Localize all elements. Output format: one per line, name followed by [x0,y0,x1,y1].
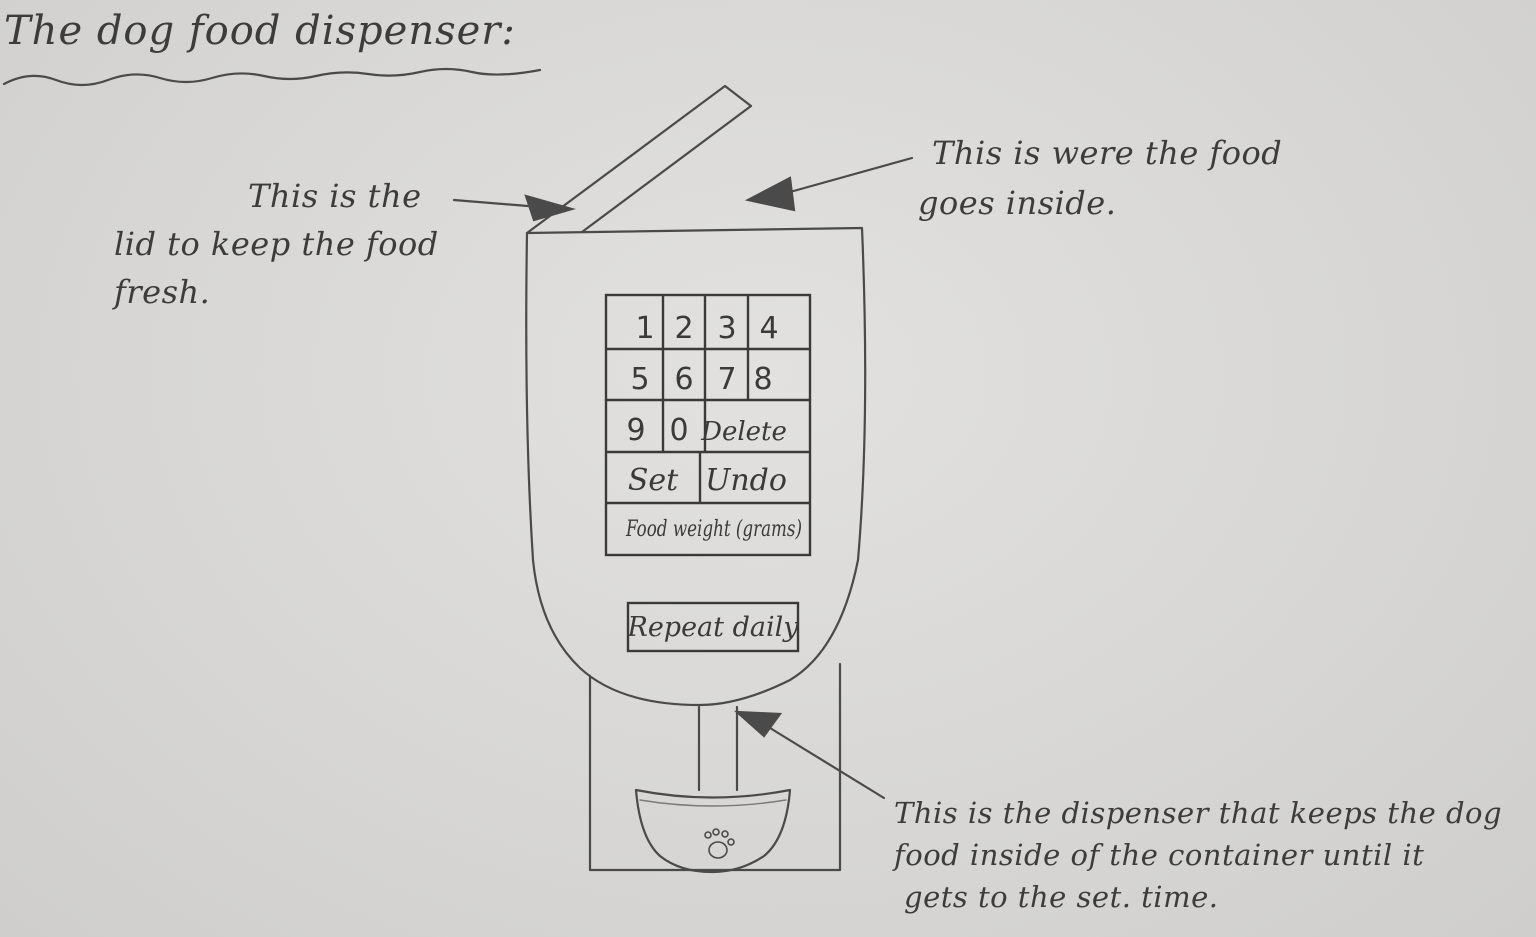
bowl [634,788,792,874]
dispenser-arrow [733,710,886,800]
keypad-key-0[interactable]: 0 [669,413,688,448]
keypad-key-2[interactable]: 2 [674,311,693,346]
dispenser-annotation: This is the dispenser that keeps the dog… [894,792,1502,918]
keypad [604,293,812,557]
bowl-rim [639,799,787,807]
lid [525,84,753,235]
keypad-key-4[interactable]: 4 [759,311,778,346]
lid-annotation-line: This is the [248,177,422,215]
stand-frame [588,662,842,872]
keypad-key-3[interactable]: 3 [717,311,736,346]
repeat-daily-label: Repeat daily [626,612,799,643]
lid-annotation-line: lid to keep the food [114,225,439,263]
dispenser-annotation-line: food inside of the container until it [894,838,1425,872]
dispenser-annotation-line: This is the dispenser that keeps the dog [894,796,1503,830]
food-inlet-annotation: This is were the food goes inside. [918,128,1282,228]
food-weight-label: Food weight (grams) [625,517,802,542]
keypad-key-1[interactable]: 1 [635,311,654,346]
repeat-daily-button[interactable]: Repeat daily [626,601,799,653]
keypad-key-9[interactable]: 9 [626,413,645,448]
keypad-key-undo[interactable]: Undo [705,463,787,498]
lid-annotation: This is the lid to keep the food fresh. [114,172,439,316]
food-annotation-line: goes inside. [918,184,1117,222]
food-annotation-line: This is were the food [932,134,1283,172]
keypad-key-delete[interactable]: Delete [700,417,787,447]
paw-icon [704,828,735,859]
keypad-key-5[interactable]: 5 [630,362,649,397]
keypad-key-6[interactable]: 6 [674,362,693,397]
keypad-key-8[interactable]: 8 [753,362,772,397]
keypad-key-set[interactable]: Set [628,463,679,498]
keypad-key-7[interactable]: 7 [717,362,736,397]
dispenser-annotation-line: gets to the set. time. [904,880,1219,914]
container-body [525,226,867,707]
lid-arrow [452,194,576,222]
lid-annotation-line: fresh. [114,273,211,311]
title-underline [2,67,542,87]
food-inlet-arrow [744,156,914,212]
diagram-title: The dog food dispenser: [4,8,516,54]
